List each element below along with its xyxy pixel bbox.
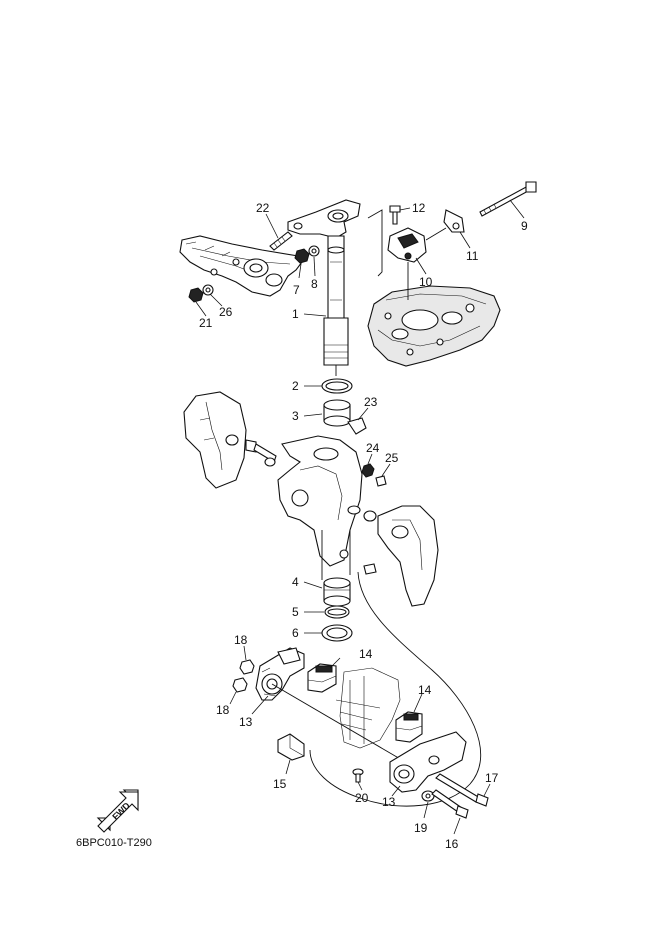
tilt-bolt-left (245, 439, 277, 467)
leader-lines (195, 199, 525, 835)
callout-16: 16 (445, 837, 459, 851)
part-24-nut (361, 463, 375, 478)
part-2-ring (321, 378, 353, 394)
callouts: 1 2 3 4 5 6 7 8 9 10 11 12 13 13 14 14 1… (199, 201, 528, 851)
part-6-seal (321, 624, 353, 642)
part-10-bracket (387, 227, 427, 300)
part-8-washer (308, 245, 320, 257)
grease-nipple (363, 563, 377, 575)
engine-base-plate (367, 285, 501, 367)
lower-casing (335, 667, 401, 749)
right-clamp-bracket (377, 505, 439, 607)
callout-26: 26 (219, 305, 233, 319)
callout-15: 15 (273, 777, 287, 791)
grease-hose (309, 571, 481, 807)
callout-14a: 14 (359, 647, 373, 661)
part-15-cap (277, 733, 305, 761)
callout-2: 2 (292, 379, 299, 393)
part-23-plate (347, 417, 367, 435)
callout-20: 20 (355, 791, 369, 805)
callout-8: 8 (311, 277, 318, 291)
part-14-rubber-mount-left (307, 663, 337, 693)
callout-18b: 18 (216, 703, 230, 717)
fwd-arrow-icon: FWD (96, 789, 139, 833)
callout-9: 9 (521, 219, 528, 233)
part-22-stud (269, 231, 293, 251)
callout-25: 25 (385, 451, 399, 465)
part-19-washer (421, 790, 435, 802)
callout-23: 23 (364, 395, 378, 409)
callout-18a: 18 (234, 633, 248, 647)
callout-12: 12 (412, 201, 426, 215)
part-4-bushing (323, 577, 351, 607)
callout-4: 4 (292, 575, 299, 589)
part-14-rubber-mount-right (395, 711, 423, 743)
callout-13b: 13 (382, 795, 396, 809)
left-clamp-bracket (183, 391, 247, 489)
part-17-bolt (435, 773, 489, 807)
part-13-mount-cover-left (255, 647, 305, 701)
callout-19: 19 (414, 821, 428, 835)
part-12-bolt (389, 205, 401, 225)
part-3-bushing (323, 399, 351, 427)
callout-10: 10 (419, 275, 433, 289)
callout-7: 7 (293, 283, 300, 297)
part-11-clip (425, 209, 465, 241)
callout-6: 6 (292, 626, 299, 640)
callout-1: 1 (292, 307, 299, 321)
part-21-nut (188, 287, 204, 303)
callout-14b: 14 (418, 683, 432, 697)
part-5-o-ring (324, 605, 350, 619)
swivel-bracket (277, 435, 363, 580)
swivel-washer (363, 510, 377, 522)
upper-mount-bracket (179, 235, 303, 297)
part-1-steering-shaft (287, 199, 361, 376)
callout-22: 22 (256, 201, 270, 215)
callout-3: 3 (292, 409, 299, 423)
part-25-bolt (375, 475, 387, 487)
part-9-long-bolt (479, 181, 537, 217)
callout-11: 11 (466, 249, 479, 263)
callout-5: 5 (292, 605, 299, 619)
callout-13a: 13 (239, 715, 253, 729)
diagram-code: 6BPC010-T290 (76, 837, 152, 849)
part-7-nut (294, 248, 310, 264)
part-18-nut-lower (232, 677, 248, 693)
part-16-bolt (431, 789, 469, 819)
part-18-nut-upper (239, 659, 255, 675)
part-20-screw (352, 768, 364, 783)
callout-17: 17 (485, 771, 499, 785)
callout-24: 24 (366, 441, 380, 455)
part-26-washer (202, 284, 214, 296)
callout-21: 21 (199, 316, 213, 330)
